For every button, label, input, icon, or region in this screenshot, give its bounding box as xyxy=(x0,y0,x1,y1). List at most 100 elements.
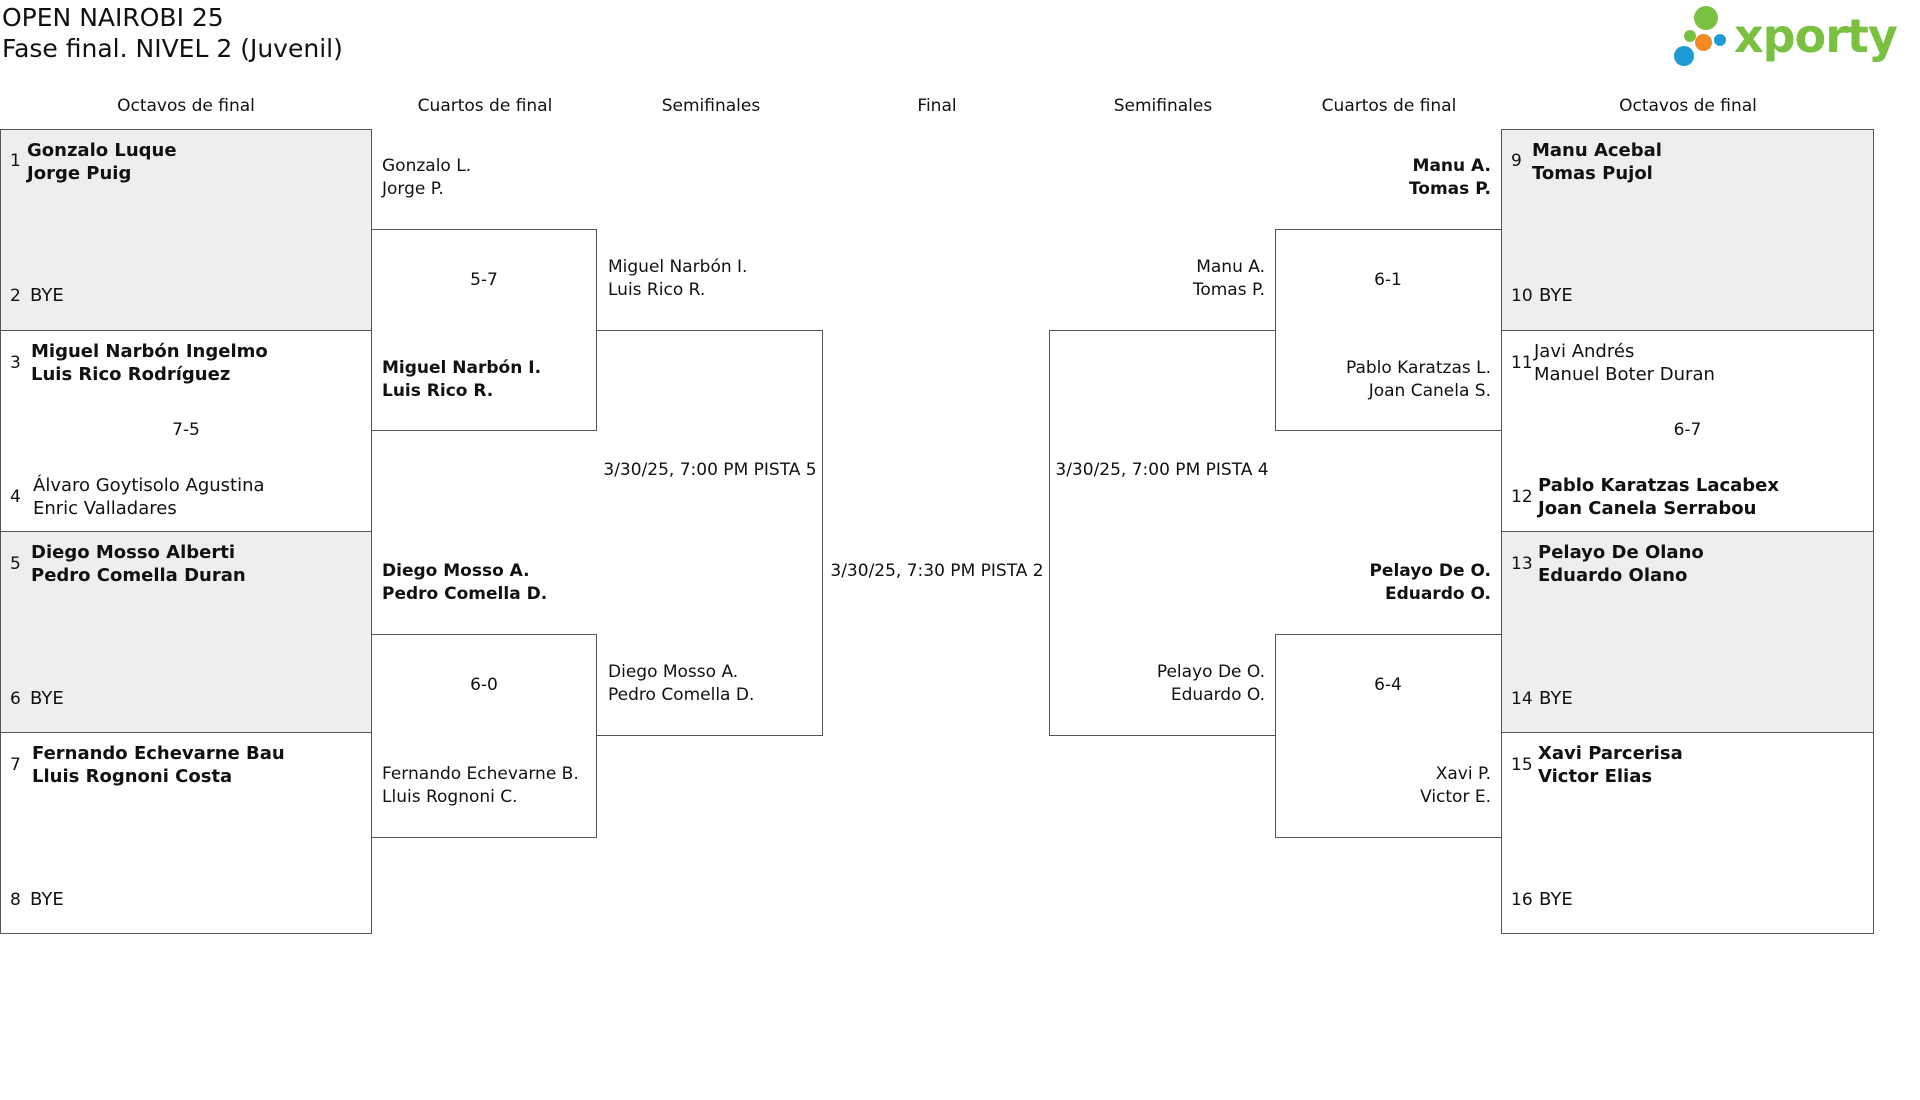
player-name: Jorge Puig xyxy=(27,163,132,184)
player-name: Enric Valladares xyxy=(33,498,177,519)
phase-subtitle: Fase final. NIVEL 2 (Juvenil) xyxy=(2,34,343,63)
final-schedule: 3/30/25, 7:30 PM PISTA 2 xyxy=(830,561,1044,581)
match-box-right-r16-3[interactable] xyxy=(1501,531,1874,733)
xporty-logo[interactable]: xporty xyxy=(1672,4,1902,68)
bracket-connector-right-qf-2 xyxy=(1275,634,1502,838)
column-header-right-quarterfinals: Cuartos de final xyxy=(1321,96,1457,116)
match-score: 7-5 xyxy=(172,420,200,440)
player-name: Lluis Rognoni C. xyxy=(382,787,518,807)
seed-number: 3 xyxy=(10,353,21,373)
bye-label: BYE xyxy=(30,889,64,910)
player-name: Joan Canela Serrabou xyxy=(1538,498,1757,519)
player-name: Pelayo De Olano xyxy=(1538,542,1704,563)
player-name: Pablo Karatzas Lacabex xyxy=(1538,475,1780,496)
bye-label: BYE xyxy=(30,285,64,306)
player-name: Diego Mosso A. xyxy=(608,662,739,682)
player-name: Lluis Rognoni Costa xyxy=(32,766,233,787)
player-name: Gonzalo Luque xyxy=(27,140,177,161)
player-name: Joan Canela S. xyxy=(1368,381,1491,401)
column-header-left-semifinals: Semifinales xyxy=(661,96,761,116)
logo-dot-blue-small xyxy=(1714,34,1726,46)
match-score: 6-4 xyxy=(1374,675,1402,695)
logo-dot-orange xyxy=(1695,34,1712,51)
logo-dot-green-large xyxy=(1694,6,1718,30)
bye-label: BYE xyxy=(30,688,64,709)
player-name: Eduardo Olano xyxy=(1538,565,1688,586)
player-name: Manu Acebal xyxy=(1532,140,1662,161)
player-name: Victor Elias xyxy=(1538,766,1653,787)
match-score: 6-0 xyxy=(470,675,498,695)
player-name: Tomas P. xyxy=(1192,280,1265,300)
seed-number: 12 xyxy=(1511,487,1533,507)
player-name: Fernando Echevarne Bau xyxy=(32,743,285,764)
bracket-connector-right-qf-1 xyxy=(1275,229,1502,431)
seed-number: 2 xyxy=(10,286,21,306)
player-name: Luis Rico R. xyxy=(608,280,706,300)
match-schedule: 3/30/25, 7:00 PM PISTA 5 xyxy=(603,460,817,480)
bye-label: BYE xyxy=(1539,688,1573,709)
player-name: Diego Mosso A. xyxy=(382,561,530,581)
seed-number: 1 xyxy=(10,151,21,171)
column-header-left-quarterfinals: Cuartos de final xyxy=(417,96,553,116)
seed-number: 9 xyxy=(1511,151,1522,171)
player-name: Luis Rico Rodríguez xyxy=(31,364,231,385)
seed-number: 4 xyxy=(10,487,21,507)
column-header-left-round-of-16: Octavos de final xyxy=(117,96,255,116)
player-name: Manu A. xyxy=(1196,257,1265,277)
player-name: Manu A. xyxy=(1412,156,1491,176)
player-name: Miguel Narbón I. xyxy=(608,257,748,277)
player-name: Tomas P. xyxy=(1408,179,1491,199)
player-name: Eduardo O. xyxy=(1384,584,1491,604)
player-name: Fernando Echevarne B. xyxy=(382,764,579,784)
seed-number: 10 xyxy=(1511,286,1533,306)
bye-label: BYE xyxy=(1539,285,1573,306)
player-name: Eduardo O. xyxy=(1170,685,1265,705)
player-name: Jorge P. xyxy=(382,179,444,199)
seed-number: 16 xyxy=(1511,890,1533,910)
player-name: Luis Rico R. xyxy=(382,381,494,401)
logo-dot-green-small xyxy=(1684,30,1696,42)
player-name: Miguel Narbón Ingelmo xyxy=(31,341,268,362)
seed-number: 15 xyxy=(1511,755,1533,775)
column-header-right-semifinals: Semifinales xyxy=(1113,96,1213,116)
player-name: Gonzalo L. xyxy=(382,156,472,176)
player-name: Manuel Boter Duran xyxy=(1534,364,1715,385)
match-score: 6-7 xyxy=(1673,420,1702,440)
seed-number: 13 xyxy=(1511,554,1533,574)
bracket-connector-left-qf-2 xyxy=(371,634,597,838)
match-schedule: 3/30/25, 7:00 PM PISTA 4 xyxy=(1055,460,1269,480)
player-name: Miguel Narbón I. xyxy=(382,358,542,378)
bracket-connector-left-qf-1 xyxy=(371,229,597,431)
player-name: Pelayo De O. xyxy=(1156,662,1265,682)
column-header-final: Final xyxy=(917,96,957,116)
match-score: 5-7 xyxy=(470,270,498,290)
tournament-title: OPEN NAIROBI 25 xyxy=(2,3,224,32)
seed-number: 8 xyxy=(10,890,21,910)
bye-label: BYE xyxy=(1539,889,1573,910)
match-box-left-r16-4[interactable] xyxy=(0,732,372,934)
seed-number: 7 xyxy=(10,755,21,775)
player-name: Álvaro Goytisolo Agustina xyxy=(33,475,265,496)
seed-number: 11 xyxy=(1511,353,1533,373)
column-header-right-round-of-16: Octavos de final xyxy=(1619,96,1757,116)
player-name: Javi Andrés xyxy=(1534,341,1635,362)
player-name: Pablo Karatzas L. xyxy=(1345,358,1491,378)
player-name: Xavi Parcerisa xyxy=(1538,743,1683,764)
player-name: Tomas Pujol xyxy=(1532,163,1653,184)
player-name: Pedro Comella Duran xyxy=(31,565,246,586)
seed-number: 6 xyxy=(10,689,21,709)
seed-number: 5 xyxy=(10,554,21,574)
bracket-connector-right-sf xyxy=(1049,330,1276,736)
seed-number: 14 xyxy=(1511,689,1533,709)
logo-wordmark: xporty xyxy=(1734,9,1898,63)
player-name: Victor E. xyxy=(1420,787,1491,807)
logo-dot-blue-large xyxy=(1674,46,1694,66)
player-name: Diego Mosso Alberti xyxy=(31,542,236,563)
match-box-left-r16-1[interactable] xyxy=(0,129,372,331)
player-name: Pedro Comella D. xyxy=(608,685,755,705)
player-name: Pelayo De O. xyxy=(1369,561,1491,581)
match-score: 6-1 xyxy=(1374,270,1402,290)
bracket-connector-left-sf xyxy=(597,330,823,736)
match-box-right-r16-4[interactable] xyxy=(1501,732,1874,934)
player-name: Pedro Comella D. xyxy=(382,584,548,604)
